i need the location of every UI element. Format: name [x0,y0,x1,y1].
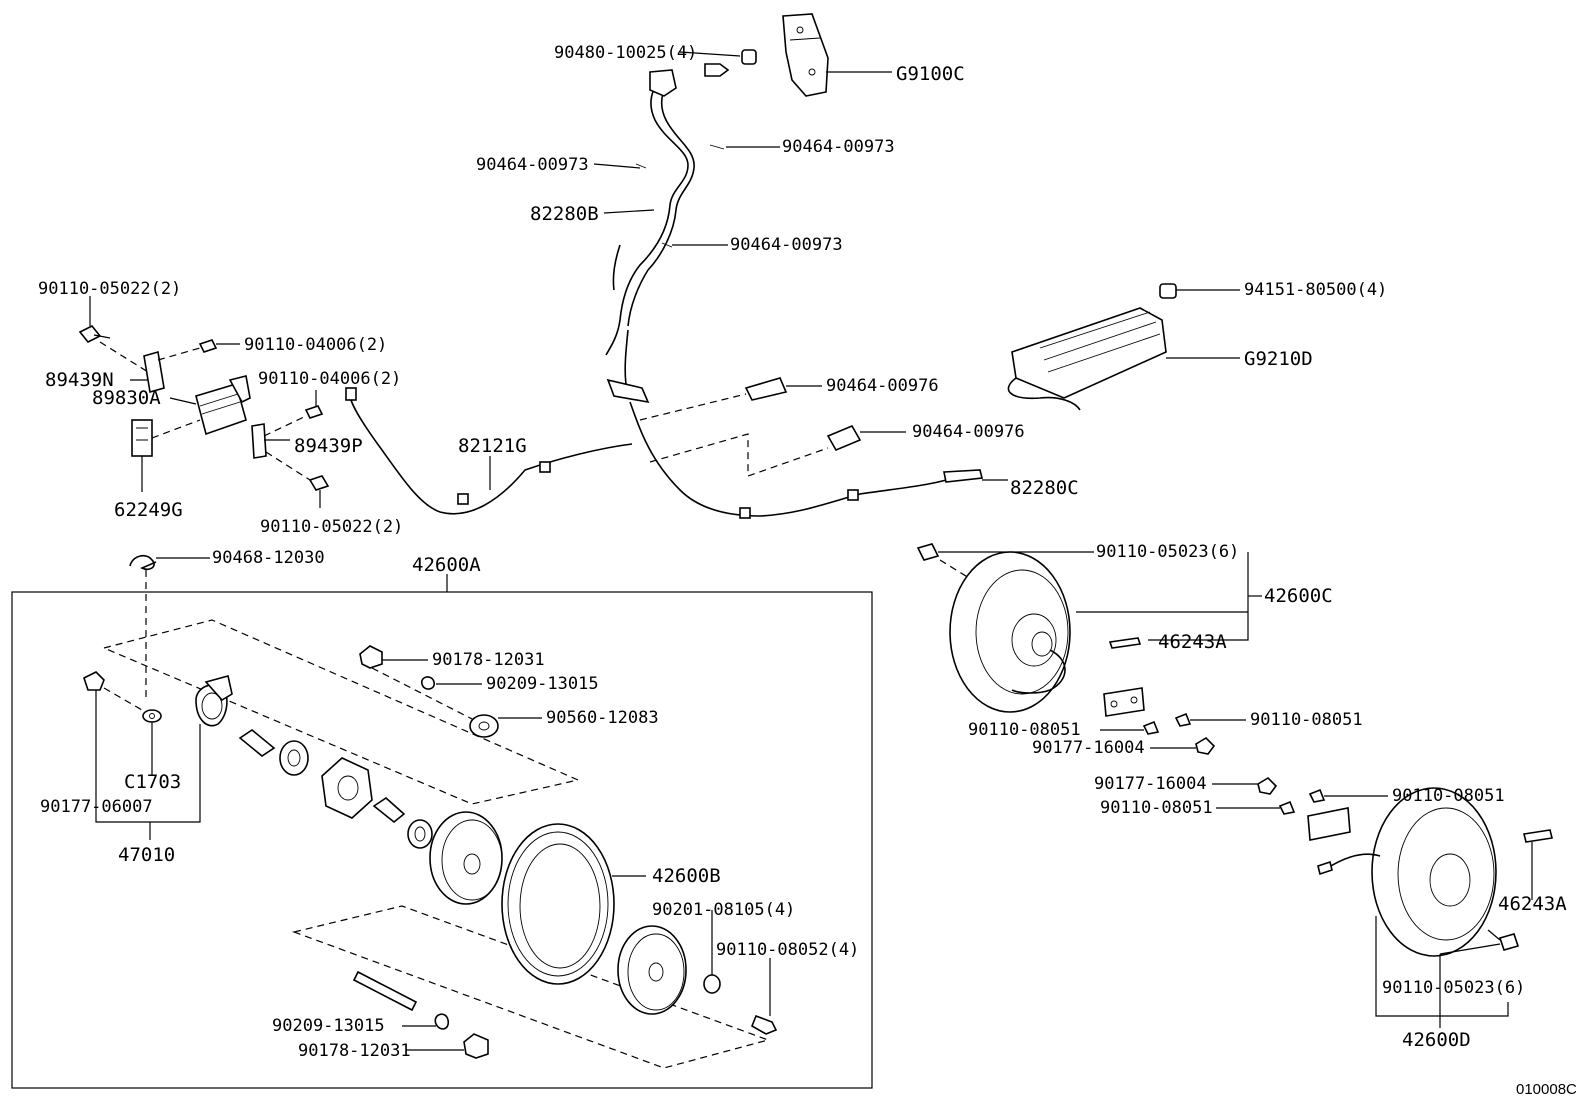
label-46243a-b: 46243A [1498,893,1567,915]
label-90201-08105: 90201-08105(4) [652,900,795,920]
bolt-90110-08051-b [1174,712,1192,727]
bolt-90110-05022-top [78,324,111,344]
label-42600d: 42600D [1402,1029,1471,1051]
seal-90464-00976-a [744,377,788,401]
bracket-89439n [143,350,165,394]
bolt-90480 [704,49,757,77]
bracket-d [1307,807,1351,841]
label-89830a: 89830A [92,387,161,409]
label-90178-12031-a: 90178-12031 [432,650,545,670]
group-box-42600a [11,591,873,1089]
label-46243a-a: 46243A [1158,631,1227,653]
seal-90464-00976-b [826,424,862,452]
nut-90201-08105 [703,974,721,994]
bearing-b [407,819,433,849]
harness-82280c [629,401,983,519]
washer-90560-12083 [469,714,499,738]
washer-90209-13015-a [421,676,435,690]
label-90110-08051-d: 90110-08051 [1100,798,1213,818]
label-90560-12083: 90560-12083 [546,708,659,728]
label-90110-04006-b: 90110-04006(2) [258,369,401,389]
label-94151-80500: 94151-80500(4) [1244,280,1387,300]
label-90177-16004-a: 90177-16004 [1032,738,1145,758]
clip-90468-12030 [129,554,157,571]
bearing-a [279,740,309,776]
bolt-90110-08051-a [1142,720,1160,735]
label-82280b: 82280B [530,203,599,225]
axle [352,970,418,1012]
label-90110-05023-b: 90110-05023(6) [1382,978,1525,998]
label-42600a: 42600A [412,554,481,576]
bracket-89439p [251,423,267,459]
label-g9100c: G9100C [896,63,965,85]
bracket-g9100c [782,13,829,97]
label-90110-04006-a: 90110-04006(2) [244,335,387,355]
label-82280c: 82280C [1010,477,1079,499]
screw-90110-04006-a [198,339,218,353]
label-90177-06007: 90177-06007 [40,797,153,817]
bolt-90110-08052 [750,1014,778,1035]
hub-47010 [195,675,233,727]
label-42600c: 42600C [1264,585,1333,607]
harness-82280b [605,69,695,404]
key-46243a-a [1108,637,1142,649]
label-90464-00976-b: 90464-00976 [912,422,1025,442]
wheel-half-a [429,811,503,905]
label-90464-00973-a: 90464-00973 [476,155,589,175]
sleeve [238,729,276,757]
plate-62249g [131,419,153,457]
label-62249g: 62249G [114,499,183,521]
nut-90177-16004-b [1257,776,1278,795]
label-82121g: 82121G [458,435,527,457]
label-90177-16004-b: 90177-16004 [1094,774,1207,794]
label-90110-05022-b: 90110-05022(2) [260,517,403,537]
label-90110-08051-b: 90110-08051 [1250,710,1363,730]
spacer-c1703 [142,709,162,723]
label-90209-13015-a: 90209-13015 [486,674,599,694]
label-90468-12030: 90468-12030 [212,548,325,568]
tire-42600b [501,823,615,985]
nut-90177-16004-a [1195,736,1216,755]
label-89439n: 89439N [45,369,114,391]
label-g9210d: G9210D [1244,348,1313,370]
label-89439p: 89439P [294,435,363,457]
bolt-90110-05022-bottom [308,475,330,491]
nut-90177-06007 [83,671,105,691]
label-42600b: 42600B [652,865,721,887]
screw-90110-04006-b [304,405,324,419]
nut-90178-12031-a [359,645,383,669]
bracket-c [1103,687,1145,717]
label-47010: 47010 [118,844,175,866]
harness-82121g [345,387,633,515]
label-90110-08051-c: 90110-08051 [1392,786,1505,806]
key-46243a-b [1523,829,1553,843]
label-figure-code: 010008C [1516,1081,1577,1098]
label-90110-08052: 90110-08052(4) [716,940,859,960]
label-90209-13015-b: 90209-13015 [272,1016,385,1036]
label-90480-10025: 90480-10025(4) [554,43,697,63]
bolt-90110-08051-c [1308,788,1326,803]
label-90464-00973-b: 90464-00973 [782,137,895,157]
motor-wheel-42600c [949,551,1071,713]
label-90178-12031-b: 90178-12031 [298,1041,411,1061]
washer-90209-13015-b [434,1013,450,1030]
bolt-90110-05023-a [916,543,940,561]
label-90464-00976-a: 90464-00976 [826,376,939,396]
label-90110-05022-a: 90110-05022(2) [38,279,181,299]
collar [372,796,406,824]
flange [321,757,373,819]
module-89830a [195,375,251,436]
label-90464-00973-c: 90464-00973 [730,235,843,255]
label-c1703: C1703 [124,771,181,793]
ecu-g9210d [1007,283,1177,411]
motor-wheel-42600d [1317,787,1497,957]
bolt-90110-05023-b [1487,929,1520,951]
wheel-half-b [617,925,687,1015]
nut-90178-12031-b [463,1033,489,1059]
bolt-90110-08051-d [1278,800,1296,815]
label-90110-05023-a: 90110-05023(6) [1096,542,1239,562]
label-90110-08051-a: 90110-08051 [968,720,1081,740]
